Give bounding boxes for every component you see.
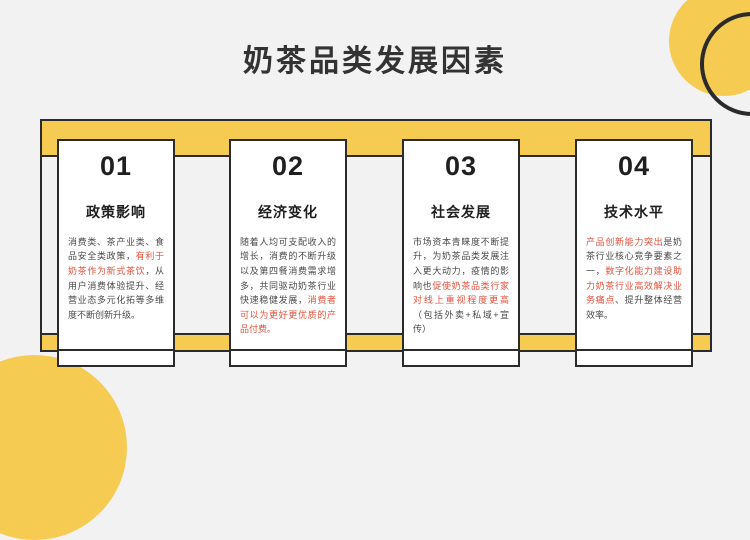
card-footer-divider xyxy=(404,349,518,351)
cards-container: 01 政策影响 消费类、茶产业类、食品安全类政策，有利于奶茶作为新式茶饮，从用户… xyxy=(57,139,693,367)
highlighted-text: 消费者可以为更好更优质的产品付费。 xyxy=(240,295,336,335)
highlighted-text: 产品创新能力突出 xyxy=(586,236,664,247)
card-body: 03 社会发展 市场资本青睐度不断提升，为奶茶品类发展注入更大动力，疫情的影响也… xyxy=(404,141,518,349)
highlighted-text: 有利于奶茶作为新式茶饮 xyxy=(68,251,164,276)
card-text: 随着人均可支配收入的增长，消费的不断升级以及第四餐消费需求增多，共同驱动奶茶行业… xyxy=(240,235,336,337)
plain-text: 市场资本青睐度不断提升，为奶茶品类发展注入更大动力，疫情的影响也 xyxy=(413,236,509,291)
card-heading: 社会发展 xyxy=(431,204,491,220)
card-footer-strip xyxy=(59,351,173,365)
plain-text: ，从用户消费体验提升、经营业态多元化拓等多维度不断创新升级。 xyxy=(68,265,164,320)
highlighted-text: 数字化能力建设助力奶茶行业高效解决业务痛点 xyxy=(586,265,682,306)
card-heading: 政策影响 xyxy=(86,204,146,220)
card-footer-strip xyxy=(404,351,518,365)
card-body: 02 经济变化 随着人均可支配收入的增长，消费的不断升级以及第四餐消费需求增多，… xyxy=(231,141,345,349)
card-footer-divider xyxy=(231,349,345,351)
card-social-development[interactable]: 03 社会发展 市场资本青睐度不断提升，为奶茶品类发展注入更大动力，疫情的影响也… xyxy=(402,139,520,367)
card-number: 04 xyxy=(617,151,651,181)
card-footer-strip xyxy=(577,351,691,365)
card-number: 01 xyxy=(99,151,133,181)
card-policy-impact[interactable]: 01 政策影响 消费类、茶产业类、食品安全类政策，有利于奶茶作为新式茶饮，从用户… xyxy=(57,139,175,367)
card-economic-change[interactable]: 02 经济变化 随着人均可支配收入的增长，消费的不断升级以及第四餐消费需求增多，… xyxy=(229,139,347,367)
card-technology-level[interactable]: 04 技术水平 产品创新能力突出是奶茶行业核心竞争要素之一，数字化能力建设助力奶… xyxy=(575,139,693,367)
card-heading: 经济变化 xyxy=(258,204,318,220)
card-text: 消费类、茶产业类、食品安全类政策，有利于奶茶作为新式茶饮，从用户消费体验提升、经… xyxy=(68,235,164,322)
card-body: 01 政策影响 消费类、茶产业类、食品安全类政策，有利于奶茶作为新式茶饮，从用户… xyxy=(59,141,173,349)
card-number: 03 xyxy=(444,151,478,181)
plain-text: 消费类、茶产业类、食品安全类政策， xyxy=(68,236,164,262)
plain-text: 是奶茶行业核心竞争要素之一， xyxy=(586,236,682,276)
plain-text: （包括外卖+私域+宣传） xyxy=(413,309,509,335)
highlighted-text: 促使奶茶品类行家对线上重视程度更高 xyxy=(413,280,509,306)
card-body: 04 技术水平 产品创新能力突出是奶茶行业核心竞争要素之一，数字化能力建设助力奶… xyxy=(577,141,691,349)
card-number: 02 xyxy=(271,151,305,181)
card-footer-divider xyxy=(577,349,691,351)
card-heading: 技术水平 xyxy=(604,204,664,220)
page-title: 奶茶品类发展因素 xyxy=(243,45,507,78)
plain-text: 、提升整体经营效率。 xyxy=(586,295,682,320)
card-text: 产品创新能力突出是奶茶行业核心竞争要素之一，数字化能力建设助力奶茶行业高效解决业… xyxy=(586,235,682,322)
card-footer-divider xyxy=(59,349,173,351)
card-text: 市场资本青睐度不断提升，为奶茶品类发展注入更大动力，疫情的影响也促使奶茶品类行家… xyxy=(413,235,509,337)
plain-text: 随着人均可支配收入的增长，消费的不断升级以及第四餐消费需求增多，共同驱动奶茶行业… xyxy=(240,236,336,306)
card-footer-strip xyxy=(231,351,345,365)
